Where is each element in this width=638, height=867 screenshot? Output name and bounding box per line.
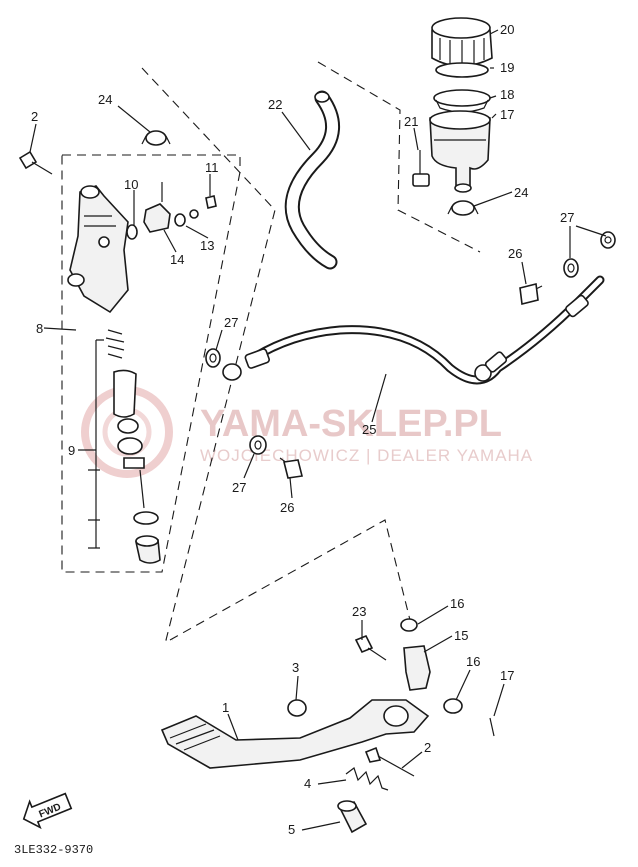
part-fitting-group — [126, 182, 217, 240]
part-20-plate — [435, 62, 489, 78]
part-5-bush — [337, 800, 368, 834]
callout-26-lower: 26 — [280, 500, 294, 515]
callout-22: 21 — [404, 114, 418, 129]
part-16-washer — [443, 698, 463, 714]
part-9-screw — [205, 195, 217, 209]
leader-lines — [29, 29, 607, 831]
callout-2-bottom: 2 — [424, 740, 431, 755]
part-1-brake-pedal — [160, 699, 430, 769]
callout-20: 19 — [500, 60, 514, 75]
master-cylinder-outline — [61, 154, 241, 573]
callout-1: 1 — [222, 700, 229, 715]
lower-link-outline — [169, 519, 411, 641]
part-3-nut — [287, 699, 307, 717]
callout-27-left: 27 — [224, 315, 238, 330]
callout-27-lower: 27 — [232, 480, 246, 495]
callout-24-left: 24 — [98, 92, 112, 107]
callout-24-right: 24 — [514, 185, 528, 200]
drawing-code: 3LE332-9370 — [14, 843, 93, 857]
callout-23: 22 — [268, 97, 282, 112]
callout-5: 5 — [288, 822, 295, 837]
watermark-brand: YAMA-SKLEP.PL — [200, 403, 502, 445]
part-8-o-ring — [126, 224, 138, 240]
part-25-brake-hose — [222, 275, 605, 385]
callout-16: 16 — [466, 654, 480, 669]
callout-15: 23 — [352, 604, 366, 619]
part-11-joint — [143, 203, 171, 233]
callout-10: 13 — [200, 238, 214, 253]
part-4-spring — [345, 767, 389, 791]
part-14-nut — [400, 618, 418, 632]
part-26-union-bolts — [279, 283, 543, 479]
fwd-arrow-icon: FWD — [22, 792, 73, 830]
callout-13: 15 — [454, 628, 468, 643]
part-2-pivot-bolt — [364, 746, 415, 777]
callout-11: 14 — [170, 252, 184, 267]
part-2-bolt-top — [18, 150, 53, 175]
part-24-clamp-right — [447, 200, 479, 216]
reservoir-assembly — [429, 17, 493, 193]
callout-25: 25 — [362, 422, 376, 437]
part-6-master-cylinder — [67, 185, 129, 314]
part-27-washers — [205, 231, 616, 455]
hose-group-outline — [141, 67, 276, 641]
watermark: YAMA-SKLEP.PL WOJCIECHOWICZ | DEALER YAM… — [81, 386, 532, 478]
part-24-clamp-left — [141, 130, 171, 146]
callout-2-top: 2 — [31, 109, 38, 124]
callout-14: 16 — [450, 596, 464, 611]
part-15-bolt — [354, 634, 387, 661]
part-19-diaphragm — [433, 89, 491, 107]
callout-18: 17 — [500, 107, 514, 122]
callout-19: 18 — [500, 87, 514, 102]
part-17-cotter-pin — [489, 717, 495, 737]
hose-23-outline — [317, 61, 481, 253]
part-21-cap-top — [431, 17, 491, 39]
callout-21: 20 — [500, 22, 514, 37]
lower-linkage — [287, 618, 495, 737]
callout-27-right: 27 — [560, 210, 574, 225]
part-10-washer — [174, 213, 186, 227]
callout-17: 17 — [500, 668, 514, 683]
callout-9: 11 — [205, 160, 219, 175]
callout-3: 3 — [292, 660, 299, 675]
callout-8: 10 — [124, 177, 138, 192]
part-13-clevis — [403, 645, 431, 691]
callout-6: 8 — [36, 321, 43, 336]
callout-26-right: 26 — [508, 246, 522, 261]
assembly-outlines — [61, 61, 481, 641]
callout-4: 4 — [304, 776, 311, 791]
callout-labels: 2 24 10 11 13 14 8 9 22 21 20 19 18 17 2… — [31, 22, 574, 837]
part-22-bolt — [412, 150, 430, 187]
part-23-hose — [284, 90, 341, 270]
part-7-piston-kit — [88, 329, 161, 564]
callout-7: 9 — [68, 443, 75, 458]
